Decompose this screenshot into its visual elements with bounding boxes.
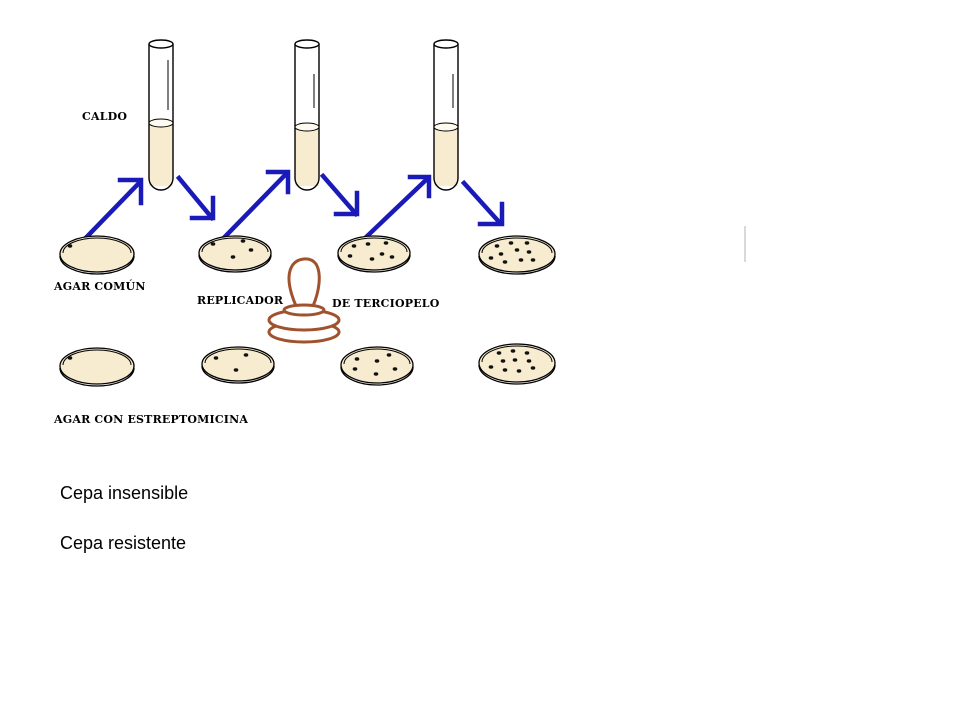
test-tube-3: [433, 39, 459, 191]
colony-dot: [494, 244, 500, 248]
colony-dot: [233, 368, 239, 372]
plate-common-2: [198, 235, 272, 273]
colony-dot: [526, 359, 532, 363]
colony-dot: [524, 351, 530, 355]
colony-dot: [500, 359, 506, 363]
colony-dot: [514, 248, 520, 252]
colony-dot: [354, 357, 360, 361]
colony-dot: [526, 250, 532, 254]
colony-dot: [347, 254, 353, 258]
colony-dot: [67, 244, 73, 248]
colony-dot: [510, 349, 516, 353]
colony-dot: [374, 359, 380, 363]
colony-dot: [389, 255, 395, 259]
colony-dot: [365, 242, 371, 246]
arrow-plate2-to-tube2: [210, 169, 291, 252]
colony-dot: [496, 351, 502, 355]
plate-common-3: [337, 235, 411, 273]
colony-dot: [516, 369, 522, 373]
arrow-tube1-to-plate2: [175, 174, 216, 222]
arrow-tube2-to-plate3: [319, 172, 360, 218]
replicator-label: REPLICADOR: [197, 294, 284, 307]
test-tube-2: [294, 39, 320, 191]
colony-dot: [524, 241, 530, 245]
plate-common-4: [478, 235, 556, 275]
colony-dot: [502, 368, 508, 372]
colony-dot: [488, 365, 494, 369]
colony-dot: [352, 367, 358, 371]
colony-dot: [230, 255, 236, 259]
colony-dot: [67, 356, 73, 360]
colony-dot: [488, 256, 494, 260]
strep-agar-label: AGAR CON ESTREPTOMICINA: [54, 413, 249, 426]
colony-dot: [508, 241, 514, 245]
colony-dot: [213, 356, 219, 360]
legend-insensitive-strain: Cepa insensible: [60, 483, 189, 503]
colony-dot: [351, 244, 357, 248]
plate-strep-1: [59, 347, 135, 387]
colony-dot: [512, 358, 518, 362]
arrow-tube3-to-plate4: [460, 179, 505, 227]
plate-common-1: [59, 235, 135, 275]
velvet-label: DE TERCIOPELO: [332, 297, 440, 310]
colony-dot: [369, 257, 375, 261]
colony-dot: [518, 258, 524, 262]
arrow-plate3-to-tube3: [357, 174, 432, 246]
legend-resistant-strain: Cepa resistente: [60, 533, 187, 553]
colony-dot: [248, 248, 254, 252]
colony-dot: [386, 353, 392, 357]
colony-dot: [392, 367, 398, 371]
velvet-stamp: [267, 257, 341, 344]
colony-dot: [243, 353, 249, 357]
plate-strep-3: [340, 346, 414, 386]
colony-dot: [379, 252, 385, 256]
plate-strep-2: [201, 346, 275, 384]
colony-dot: [530, 366, 536, 370]
colony-dot: [498, 252, 504, 256]
colony-dot: [210, 242, 216, 246]
plate-strep-4: [478, 343, 556, 385]
petri-plates: [59, 235, 556, 387]
colony-dot: [240, 239, 246, 243]
colony-dot: [383, 241, 389, 245]
colony-dot: [502, 260, 508, 264]
common-agar-label: AGAR COMÚN: [54, 280, 146, 293]
test-tube-1: [148, 39, 174, 191]
colony-dot: [373, 372, 379, 376]
colony-dot: [530, 258, 536, 262]
broth-label: CALDO: [82, 110, 128, 123]
